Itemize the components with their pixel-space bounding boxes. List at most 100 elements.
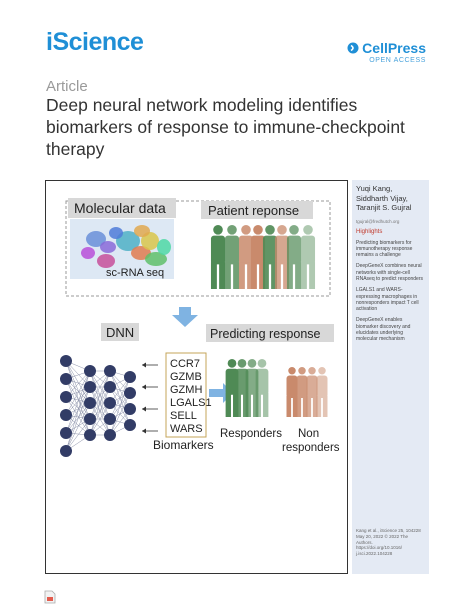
network-edge <box>109 392 131 436</box>
down-arrow-icon <box>172 307 198 327</box>
network-edge <box>89 370 111 420</box>
person-figure <box>274 225 290 289</box>
network-node <box>60 355 72 367</box>
citation-line: https://doi.org/10.1016/ <box>356 545 403 551</box>
person-head <box>227 225 237 235</box>
network-edge <box>89 370 111 436</box>
network-edge <box>65 378 91 420</box>
network-node <box>104 429 116 441</box>
top-panel-frame <box>65 200 331 297</box>
email[interactable]: tgujral@fredhutch.org <box>356 218 400 224</box>
scrna-label: sc-RNA seq <box>106 267 164 279</box>
person-torso <box>274 235 290 265</box>
person-leg <box>238 262 245 289</box>
network-edge <box>109 376 131 420</box>
person-head <box>288 367 296 375</box>
network-node <box>60 445 72 457</box>
document-icon <box>44 590 56 604</box>
person-leg <box>322 396 328 417</box>
person-figure <box>224 225 240 289</box>
person-leg <box>210 262 217 289</box>
person-leg <box>312 396 318 417</box>
person-leg <box>259 262 266 289</box>
person-head <box>298 367 306 375</box>
network-node <box>60 427 72 439</box>
person-leg <box>271 262 278 289</box>
person-torso <box>286 375 298 398</box>
person-figure <box>316 367 328 417</box>
umap-plot <box>70 219 174 279</box>
network-node <box>104 365 116 377</box>
open-access-label: OPEN ACCESS <box>369 57 426 64</box>
person-head <box>253 225 263 235</box>
person-leg <box>250 262 257 289</box>
network-edge <box>65 370 91 416</box>
person-torso <box>316 375 328 398</box>
network-edge <box>89 402 111 436</box>
predicting-response-header <box>206 324 334 342</box>
network-node <box>124 387 136 399</box>
umap-cluster <box>145 252 167 266</box>
biomarker-item: GZMH <box>170 384 202 396</box>
person-leg <box>245 392 251 417</box>
network-edge <box>65 360 91 420</box>
network-node <box>124 419 136 431</box>
person-torso <box>262 235 278 265</box>
person-leg <box>225 392 231 417</box>
person-leg <box>255 392 261 417</box>
arrowhead-icon <box>142 406 146 412</box>
molecular-data-header <box>68 198 176 218</box>
highlights-heading: Highlights <box>356 228 383 235</box>
network-edge <box>65 402 91 434</box>
person-torso <box>238 235 254 265</box>
person-head <box>241 225 251 235</box>
article-type: Article <box>46 78 88 95</box>
network-node <box>124 403 136 415</box>
person-leg <box>309 262 316 289</box>
network-edge <box>65 386 91 452</box>
article-title: Deep neural network modeling identifies … <box>46 95 405 159</box>
network-edge <box>65 386 91 416</box>
umap-cluster <box>109 227 123 239</box>
person-head <box>257 359 267 368</box>
network-edge <box>65 370 91 434</box>
network-node <box>60 391 72 403</box>
publisher-name: CellPress <box>362 40 426 56</box>
biomarker-box <box>165 352 207 438</box>
person-figure <box>300 225 316 289</box>
patient-response-header <box>201 201 313 219</box>
person-figure <box>210 225 226 289</box>
patient-figures <box>210 225 316 289</box>
person-figure <box>262 225 278 289</box>
person-leg <box>233 262 240 289</box>
dnn-header <box>101 323 139 341</box>
person-figure <box>255 359 269 417</box>
person-torso <box>245 368 259 395</box>
highlight-item: Predicting biomarkers for immunotherapy … <box>356 239 413 259</box>
person-figure <box>238 225 254 289</box>
biomarkers-label: Biomarkers <box>153 438 214 452</box>
citation-line: Kang et al., iScience 25, 104228 <box>356 528 421 533</box>
network-edge <box>65 386 91 434</box>
person-torso <box>306 375 318 398</box>
person-head <box>303 225 313 235</box>
person-torso <box>225 368 239 395</box>
authors: Yuqi Kang, Siddharth Vijay, Taranjit S. … <box>356 184 412 212</box>
network-edge <box>109 376 131 436</box>
person-leg <box>286 396 292 417</box>
person-head <box>308 367 316 375</box>
cellpress-logo-icon <box>347 42 359 54</box>
biomarker-item: CCR7 <box>170 358 200 370</box>
person-head <box>289 225 299 235</box>
network-edge <box>65 402 91 452</box>
responders-label: Responders <box>220 428 282 440</box>
graphical-abstract-figure: Molecular data Patient reponse sc-RNA se… <box>60 198 340 457</box>
person-torso <box>235 368 249 395</box>
umap-cluster <box>134 225 150 237</box>
person-torso <box>286 235 302 265</box>
person-leg <box>316 396 322 417</box>
umap-cluster <box>157 239 171 255</box>
citation-line: May 20, 2022 © 2022 The Authors. <box>356 533 409 545</box>
person-leg <box>296 396 302 417</box>
